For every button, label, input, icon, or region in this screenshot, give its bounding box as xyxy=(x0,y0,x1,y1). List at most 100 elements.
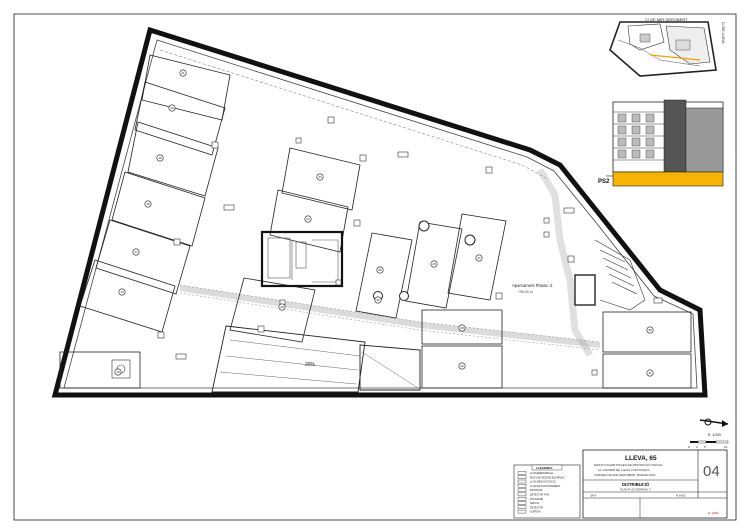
central-aisle xyxy=(179,285,601,348)
scale-tick-3: 10 xyxy=(724,445,728,449)
legend-title: LLEGENDA xyxy=(536,466,553,470)
elevation-level-label: PS2 xyxy=(598,179,610,185)
legend-symbol xyxy=(517,479,527,484)
left-bays xyxy=(79,54,231,333)
footer-code: E: 1/200 xyxy=(708,511,719,515)
bay-number-marker xyxy=(144,200,152,208)
right-staircase xyxy=(574,239,646,311)
bay-number-marker xyxy=(118,288,126,296)
bay-number-marker xyxy=(168,104,176,112)
equipment-markers xyxy=(157,116,663,376)
legend-symbol xyxy=(517,492,527,497)
bay-number-marker xyxy=(304,215,312,223)
legend-item-label: SORTIDA xyxy=(530,511,541,514)
bay-number: 32 xyxy=(376,298,380,302)
bay-number: 26 xyxy=(432,262,436,266)
inner-wall xyxy=(63,39,698,389)
legend-item-label: DETECTOR FUM xyxy=(530,494,549,497)
bay-number-marker xyxy=(278,303,286,311)
bay-number-marker xyxy=(374,296,382,304)
bay-number: 31 xyxy=(648,371,652,375)
bay-number-marker xyxy=(646,326,654,334)
bay-number: 27 xyxy=(477,256,481,260)
bay-number: 29 xyxy=(280,305,284,309)
bay-number: 19 xyxy=(158,156,162,160)
level-name: Aparcament Planta -2 xyxy=(512,283,553,288)
footer-left-label: DATA xyxy=(590,495,597,498)
scale-tick-0: 0 xyxy=(688,445,690,449)
legend-symbol xyxy=(517,475,527,479)
right-duct xyxy=(536,168,594,357)
legend-symbol xyxy=(517,471,527,475)
legend-item-label: SENYAL xyxy=(530,502,540,505)
legend-symbol xyxy=(517,505,527,509)
bay-number: 23 xyxy=(306,217,310,221)
legend-symbol xyxy=(517,509,527,514)
bay-number-marker xyxy=(179,69,187,77)
project-line-1: EDIFICI D'HABITATGES DE PROTECCIÓ OFICIA… xyxy=(594,462,663,467)
bay-number: 16 xyxy=(120,290,124,294)
bay-number-marker xyxy=(156,154,164,162)
legend-item-label: LLUM EMERGENCIA xyxy=(530,472,554,475)
bay-number: 18 xyxy=(146,202,150,206)
bay-labels: 21 20 19 18 17 16 15 24 23 25 26 27 28 22 29 30 31 32 xyxy=(114,69,654,377)
sheet-number: 04 xyxy=(703,463,720,480)
outer-wall xyxy=(51,26,708,398)
bay-number: 25 xyxy=(378,268,382,272)
key-plan-street-top: C/ DE MIR GEROBERT xyxy=(645,17,688,22)
legend-item-label: DETECTOR xyxy=(530,506,543,509)
legend-symbol xyxy=(517,484,527,488)
level-sub: +95.00 m xyxy=(518,290,533,294)
title-block: LLEVA, 65 EDIFICI D'HABITATGES DE PROTEC… xyxy=(582,449,728,519)
round-columns xyxy=(373,220,476,301)
perimeter-band xyxy=(159,49,547,179)
elevation-section: PS2 xyxy=(598,99,724,187)
legend-item-label: BOCA DE INCENDI EQUIPADA xyxy=(530,476,564,479)
stair-core xyxy=(260,230,344,288)
right-bays xyxy=(421,309,692,389)
bay-number: 15 xyxy=(116,370,120,374)
legend-symbol xyxy=(517,488,527,492)
bay-number: 28 xyxy=(460,326,464,330)
bay-number-marker xyxy=(458,362,466,370)
project-name: LLEVA, 65 xyxy=(625,455,657,462)
scale-ratio: E: 1/200 xyxy=(708,433,721,437)
bay-number: 30 xyxy=(648,328,652,332)
bay-number-marker xyxy=(646,369,654,377)
scale-tick-1: 2 xyxy=(696,445,698,449)
bay-number-marker xyxy=(316,173,324,181)
bay-number-marker xyxy=(475,254,483,262)
bay-number: 22 xyxy=(460,364,464,368)
bay-number-marker xyxy=(430,260,438,268)
sheet-title: DISTRIBUCIÓ xyxy=(622,482,650,487)
bay-number: 21 xyxy=(181,71,185,75)
north-arrow-icon xyxy=(699,418,729,427)
legend-symbol xyxy=(517,497,527,501)
scale-tick-2: 5 xyxy=(704,445,706,449)
key-plan: C/ DE MIR GEROBERT C/ DE LLEVA xyxy=(609,17,725,77)
legend-item-label: EXTINTOR xyxy=(530,489,542,492)
ramp xyxy=(211,325,421,393)
sheet-border xyxy=(13,13,737,521)
bay-number: 20 xyxy=(170,106,174,110)
floor-plan xyxy=(51,26,708,398)
project-line-2: AL CARRER DE LLEVA CANTONADA xyxy=(598,468,649,472)
legend-symbol xyxy=(517,501,527,505)
legend-item-label: LLUM SENYALITZACIO xyxy=(530,481,556,484)
legend-item-label: LLUM DE FUNCIONAMENT xyxy=(530,485,561,488)
bay-number: 17 xyxy=(134,250,138,254)
bay-number-marker xyxy=(132,248,140,256)
scale-bar: E: 1/200 0 2 5 10 xyxy=(688,433,729,449)
key-plan-street-right: C/ DE LLEVA xyxy=(721,22,725,44)
ramp-slope-label: 20% xyxy=(305,362,316,368)
legend-item-label: POLSADOR xyxy=(530,498,544,501)
bay-number-marker xyxy=(376,266,384,274)
project-line-3: CARRER DE MIR GEROBERT, BARCELONA xyxy=(594,473,655,477)
bay-number-marker xyxy=(458,324,466,332)
bay-number-marker xyxy=(114,368,122,376)
sheet-subtitle: PLANTA SOTERRANI -2 xyxy=(620,488,651,492)
footer-right-label: PLANOL xyxy=(676,495,686,498)
bay-number: 24 xyxy=(318,175,322,179)
